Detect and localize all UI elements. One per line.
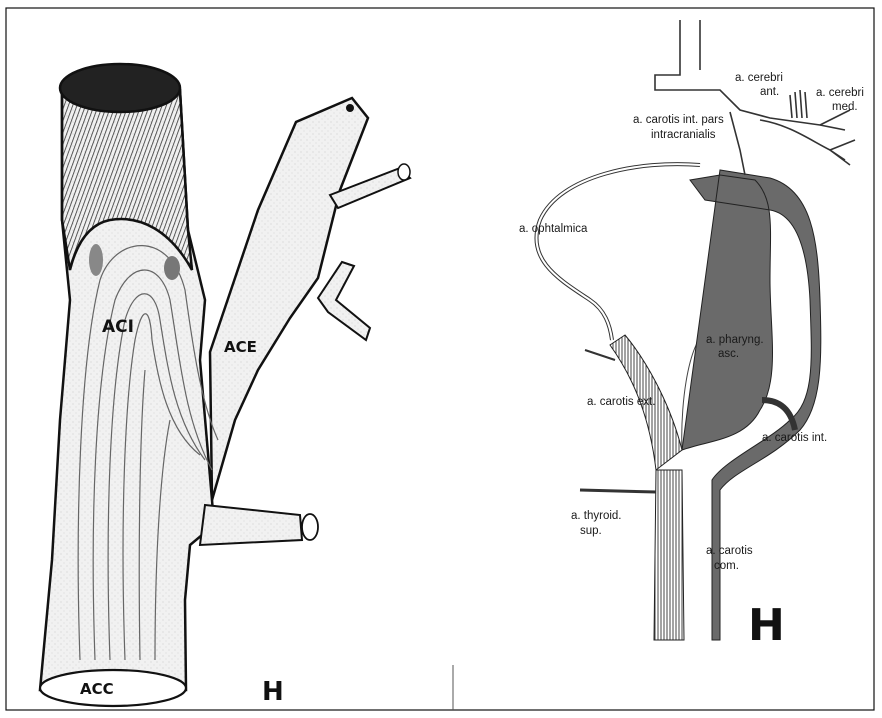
left-signature: H	[262, 677, 284, 707]
carotis-int-vessel	[682, 170, 821, 640]
label-cerebri-med-1: a. cerebri	[816, 87, 864, 99]
acc-lower-branch	[200, 505, 302, 545]
ace-vessel	[210, 98, 368, 500]
label-acc: ACC	[80, 680, 114, 698]
ophtalmica-vessel	[536, 164, 700, 340]
right-signature: H	[748, 600, 785, 651]
label-carotis-int: a. carotis int.	[762, 432, 827, 444]
label-cerebri-ant-2: ant.	[760, 86, 779, 98]
ace-top-dot	[346, 104, 354, 112]
aci-top-opening	[60, 64, 180, 112]
label-carotis-ext: a. carotis ext.	[587, 396, 655, 408]
label-pharyng-2: asc.	[718, 348, 739, 360]
carotis-com-vessel	[654, 470, 684, 640]
acc-lower-branch-end	[302, 514, 318, 540]
label-cerebri-med-2: med.	[832, 101, 858, 113]
left-panel: ACI ACE ACC H	[40, 64, 410, 707]
label-intracranial-1: a. carotis int. pars	[633, 114, 724, 126]
aci-shade-left	[89, 244, 103, 276]
label-ace: ACE	[224, 338, 257, 356]
ace-branch-middle	[318, 262, 370, 340]
label-intracranial-2: intracranialis	[651, 129, 716, 141]
label-cerebri-ant-1: a. cerebri	[735, 72, 783, 84]
thyroid-branch	[580, 490, 656, 492]
label-carotis-com-2: com.	[714, 560, 739, 572]
label-carotis-com-1: a. carotis	[706, 545, 753, 557]
label-pharyng-1: a. pharyng.	[706, 334, 764, 346]
right-panel: a. cerebri ant. a. cerebri med. a. carot…	[519, 20, 864, 651]
ext-small-branch	[585, 350, 615, 360]
label-thyroid-2: sup.	[580, 525, 602, 537]
label-ophtalmica: a. ophtalmica	[519, 223, 588, 235]
label-thyroid-1: a. thyroid.	[571, 510, 622, 522]
ace-branch-upper-end	[398, 164, 410, 180]
label-aci: ACI	[102, 317, 134, 337]
aci-shade-right	[164, 256, 180, 280]
